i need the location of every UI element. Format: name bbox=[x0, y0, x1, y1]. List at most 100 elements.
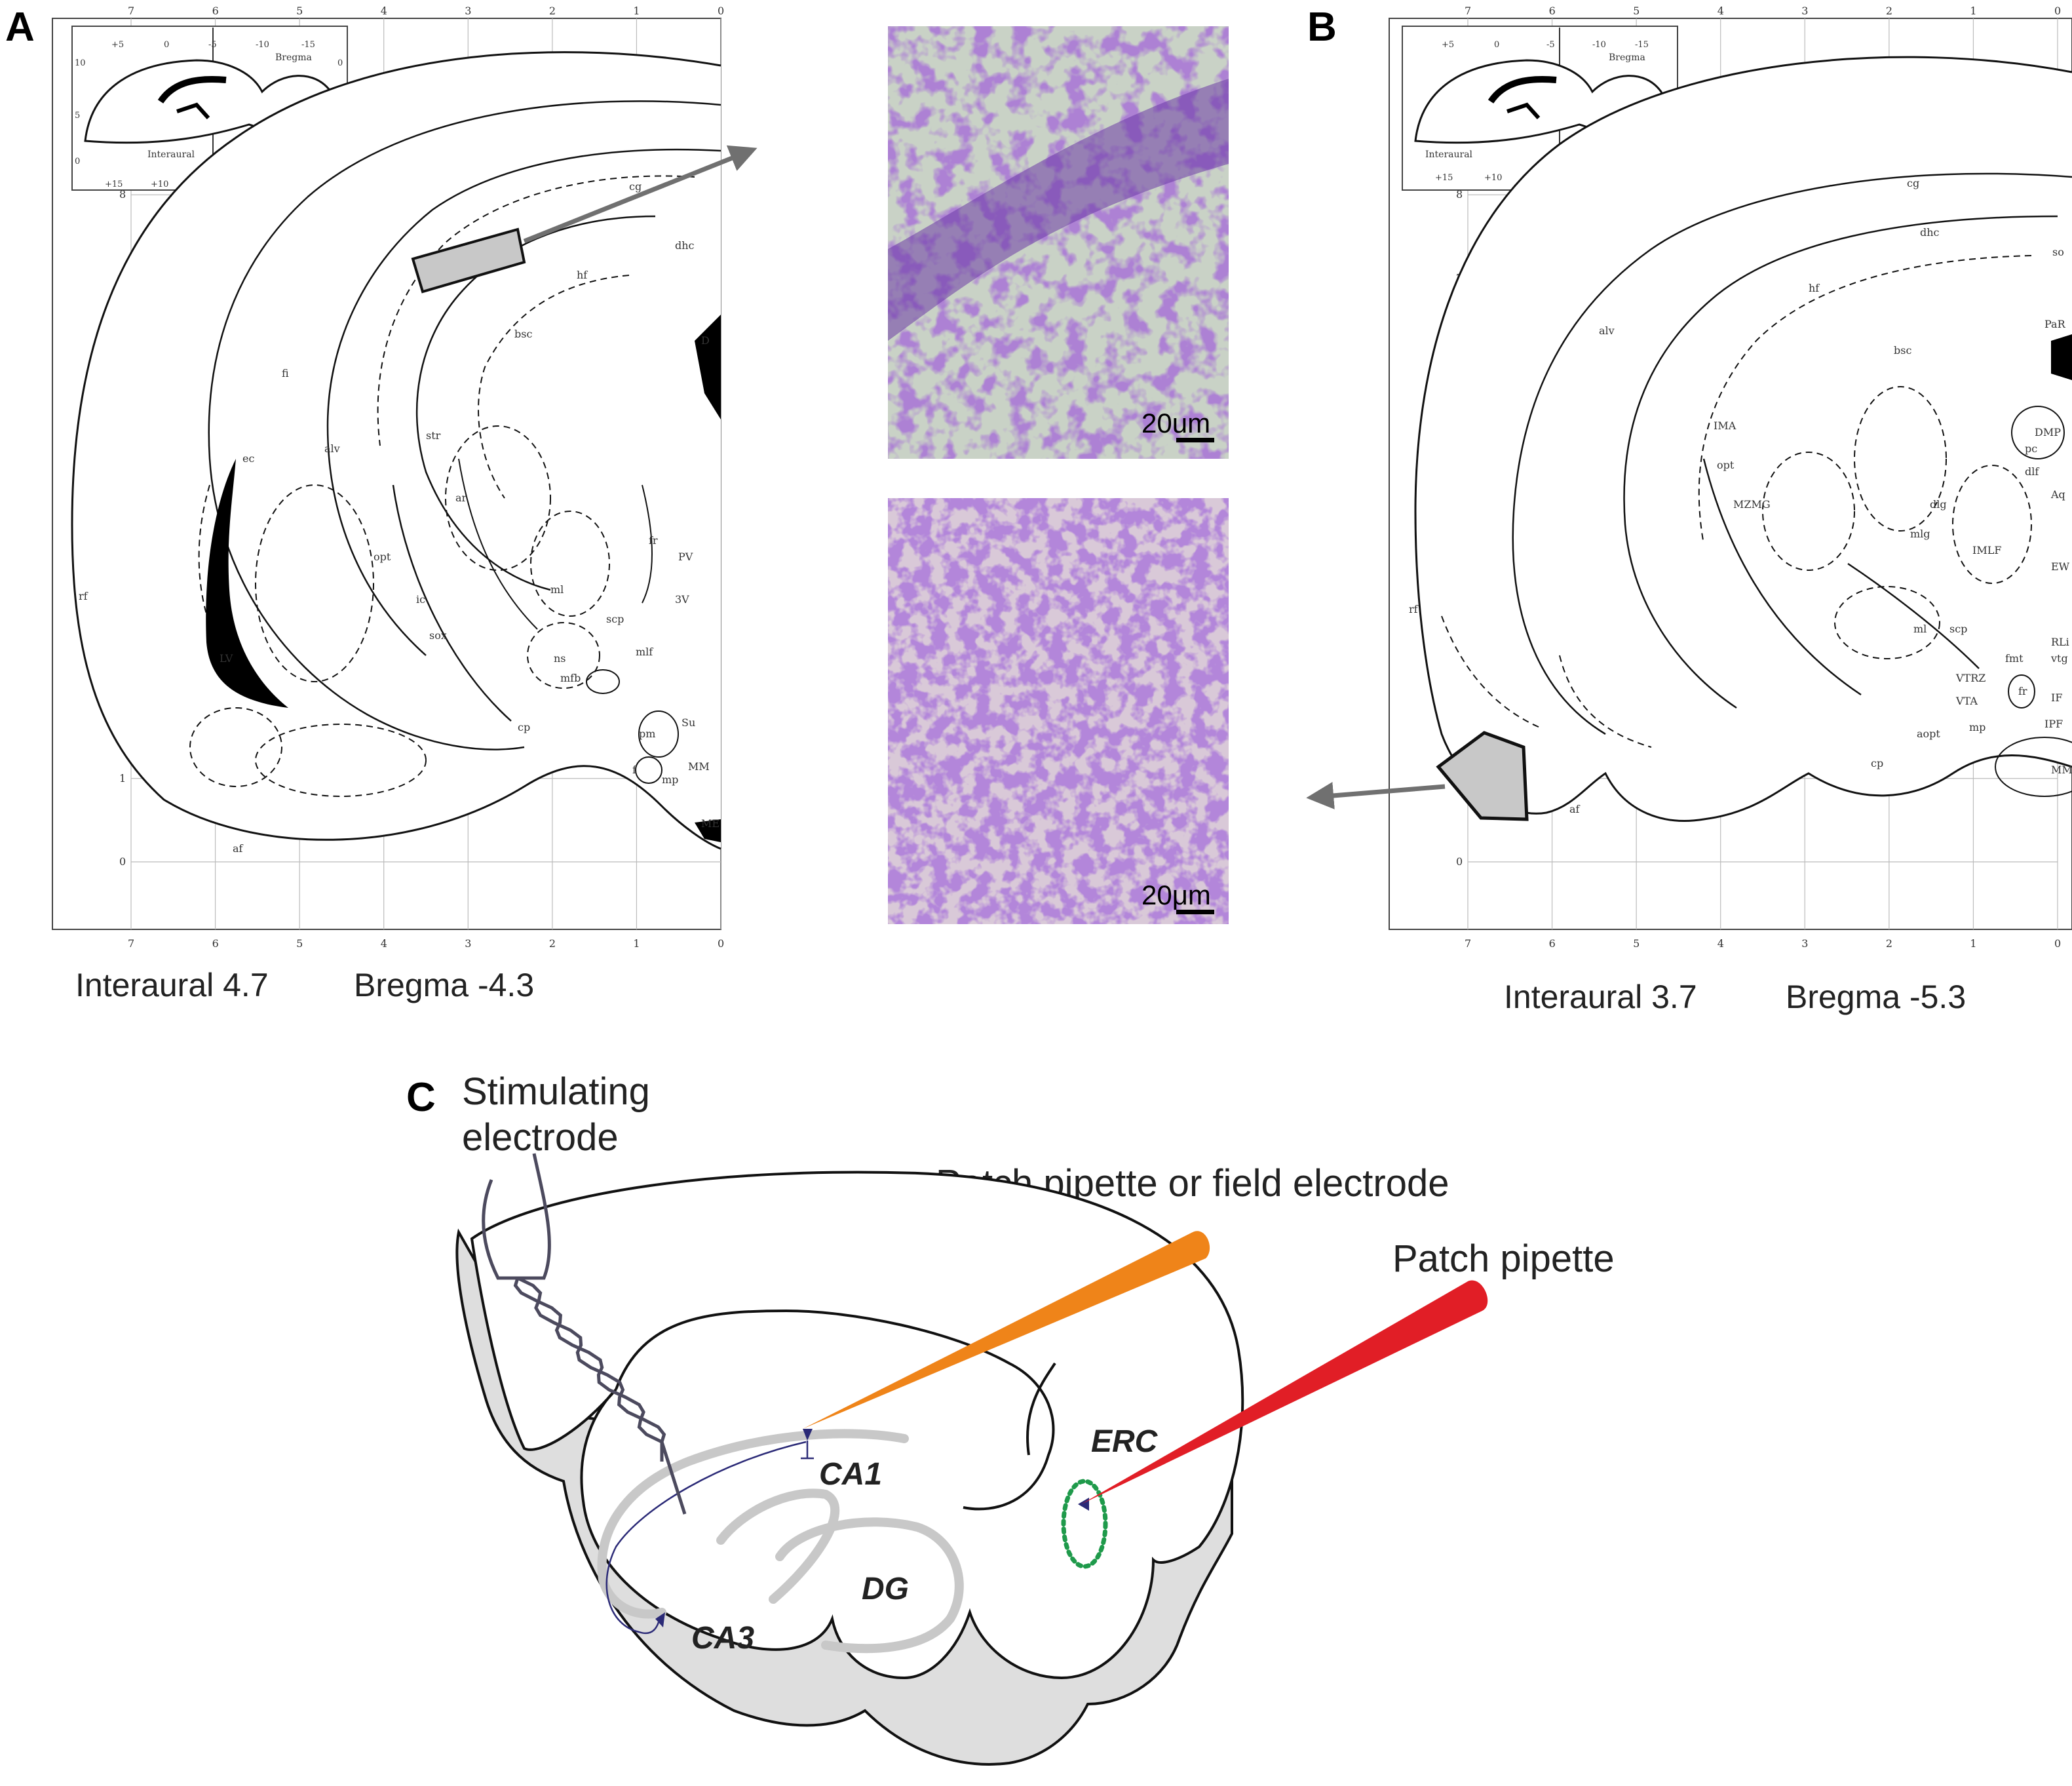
ca1-neuron-icon bbox=[803, 1429, 813, 1441]
atlas-b-highlight-region bbox=[1436, 731, 1529, 821]
atlas-a-x-tick: 6 bbox=[212, 937, 219, 950]
ca3-neuron-icon bbox=[655, 1612, 665, 1627]
atlas-b-x-tick: 6 bbox=[1549, 937, 1556, 950]
panel-b-letter: B bbox=[1307, 5, 1337, 50]
atlas-a-structure-label: alv bbox=[324, 442, 340, 455]
ca3-label: CA3 bbox=[691, 1621, 754, 1656]
atlas-b-structure-label: VTRZ bbox=[1955, 672, 1986, 684]
atlas-a-structure-label: ar bbox=[455, 492, 467, 504]
inset-a-tick: +15 bbox=[105, 180, 123, 189]
inset-a-interaural: Interaural bbox=[147, 149, 195, 160]
atlas-b-x-tick: 1 bbox=[1970, 5, 1976, 17]
atlas-b-x-tick: 7 bbox=[1465, 937, 1471, 950]
atlas-b-structure-label: DMP bbox=[2035, 426, 2061, 438]
atlas-a-labels: cgdhchfbscfialvstraropticsoxmlscpmlffrPV… bbox=[79, 180, 719, 855]
micrograph-bottom: 20μm bbox=[888, 498, 1229, 924]
atlas-a-structure-label: af bbox=[233, 842, 244, 855]
atlas-a-structure-label: fr bbox=[649, 534, 658, 547]
dg-cell-layer bbox=[775, 1517, 964, 1654]
atlas-a-x-tick: 3 bbox=[465, 5, 471, 17]
atlas-b-x-tick: 5 bbox=[1633, 937, 1640, 950]
atlas-a-structure-label: mp bbox=[662, 773, 678, 786]
inset-b-tick: +10 bbox=[1484, 173, 1502, 183]
panel-b: B 77665544332211009876543210 Interaural … bbox=[1306, 5, 2072, 1015]
atlas-a-structure-label: Su bbox=[681, 716, 695, 729]
atlas-b-y-tick: 0 bbox=[1456, 855, 1463, 868]
atlas-b-structure-label: Aq bbox=[2050, 488, 2065, 501]
atlas-b-structure-label: ml bbox=[1913, 623, 1927, 635]
atlas-b-arrow bbox=[1306, 782, 1446, 809]
atlas-a-x-tick: 2 bbox=[549, 5, 556, 17]
atlas-b-structure-label: mlg bbox=[1910, 528, 1930, 540]
atlas-a-x-tick: 6 bbox=[212, 5, 219, 17]
atlas-a-x-tick: 1 bbox=[633, 5, 640, 17]
atlas-a-structure-label: 3V bbox=[675, 593, 689, 606]
slice-surface bbox=[470, 1171, 1244, 1680]
inset-a-tick: +10 bbox=[151, 180, 168, 189]
atlas-b-x-tick: 2 bbox=[1886, 937, 1892, 950]
atlas-b-structure-label: dhc bbox=[1920, 226, 1940, 239]
patch-or-field-pipette bbox=[803, 1231, 1210, 1429]
erc-boundary bbox=[1026, 1362, 1056, 1456]
atlas-a-x-tick: 0 bbox=[718, 937, 724, 950]
atlas-a-highlight-region bbox=[411, 227, 526, 294]
atlas-a-structure-label: bsc bbox=[514, 328, 532, 340]
atlas-a-x-tick: 2 bbox=[549, 937, 556, 950]
dg-label: DG bbox=[862, 1572, 909, 1606]
atlas-b-frame bbox=[1389, 18, 2072, 930]
atlas-b-structure-label: scp bbox=[1949, 623, 1967, 635]
inset-a-tick: 10 bbox=[75, 58, 86, 68]
atlas-b-structure-label: PaR bbox=[2044, 318, 2066, 330]
hippocampus-outline bbox=[615, 1309, 1055, 1511]
atlas-a-x-tick: 5 bbox=[296, 937, 303, 950]
patch-label: Patch pipette bbox=[1392, 1237, 1615, 1280]
atlas-b-structure-label: af bbox=[1569, 803, 1581, 815]
atlas-b-structure-label: IF bbox=[2051, 691, 2062, 704]
schaffer-collateral bbox=[605, 1441, 807, 1635]
atlas-a-structure-label: cg bbox=[629, 180, 642, 193]
atlas-b-structure-label: VTA bbox=[1955, 695, 1978, 707]
atlas-b-structure-label: RLi bbox=[2051, 636, 2069, 648]
inset-a-tick: 0 bbox=[75, 157, 80, 166]
atlas-b-structure-label: IMLF bbox=[1972, 544, 2001, 556]
erc-label: ERC bbox=[1091, 1424, 1159, 1459]
panel-c-letter: C bbox=[406, 1075, 436, 1120]
stimulating-label-line1: Stimulating bbox=[462, 1070, 650, 1113]
ca1-label: CA1 bbox=[819, 1457, 882, 1492]
inset-b-tick: -10 bbox=[1592, 40, 1606, 50]
atlas-a-structure-label: ns bbox=[554, 652, 566, 665]
micrograph-top: 20um bbox=[888, 26, 1229, 459]
panel-a-interaural: Interaural 4.7 bbox=[75, 967, 269, 1003]
ca3-inner-layer bbox=[716, 1488, 840, 1604]
atlas-a-structure-label: LV bbox=[220, 652, 233, 665]
atlas-b-structure-label: alv bbox=[1599, 324, 1615, 337]
atlas-b-structure-label: dlg bbox=[1930, 498, 1947, 511]
ca1-ca3-cell-layer bbox=[597, 1429, 909, 1619]
panel-b-interaural: Interaural 3.7 bbox=[1504, 979, 1697, 1015]
stimulating-electrode bbox=[482, 1153, 687, 1515]
micrograph-top-scale: 20um bbox=[1142, 408, 1210, 438]
atlas-a-x-tick: 4 bbox=[381, 937, 387, 950]
inset-a-tick: -10 bbox=[256, 40, 269, 50]
atlas-a-structure-label: cp bbox=[518, 721, 530, 733]
atlas-b-structure-label: rf bbox=[1409, 603, 1419, 615]
inset-b-tick: +15 bbox=[1435, 173, 1453, 183]
atlas-a-structure-label: ec bbox=[242, 452, 254, 465]
inset-a-tick: +5 bbox=[111, 40, 124, 50]
atlas-b-y-tick: 8 bbox=[1456, 188, 1463, 201]
atlas-a-structure-label: fi bbox=[282, 367, 289, 379]
atlas-b-x-tick: 4 bbox=[1717, 937, 1724, 950]
atlas-b-x-tick: 1 bbox=[1970, 937, 1976, 950]
atlas-b-structure-label: IMA bbox=[1714, 419, 1736, 432]
atlas-a-x-tick: 5 bbox=[296, 5, 303, 17]
atlas-a-structure-label: opt bbox=[374, 551, 391, 563]
atlas-b-structure-label: aopt bbox=[1917, 728, 1940, 740]
atlas-b-x-tick: 2 bbox=[1886, 5, 1892, 17]
atlas-a-x-tick: 3 bbox=[465, 937, 471, 950]
atlas-a-structure-label: D bbox=[701, 334, 710, 347]
atlas-b-x-tick: 0 bbox=[2054, 937, 2061, 950]
atlas-a-structure-label: rf bbox=[79, 590, 88, 602]
atlas-b-structure-label: fmt bbox=[2005, 652, 2024, 665]
